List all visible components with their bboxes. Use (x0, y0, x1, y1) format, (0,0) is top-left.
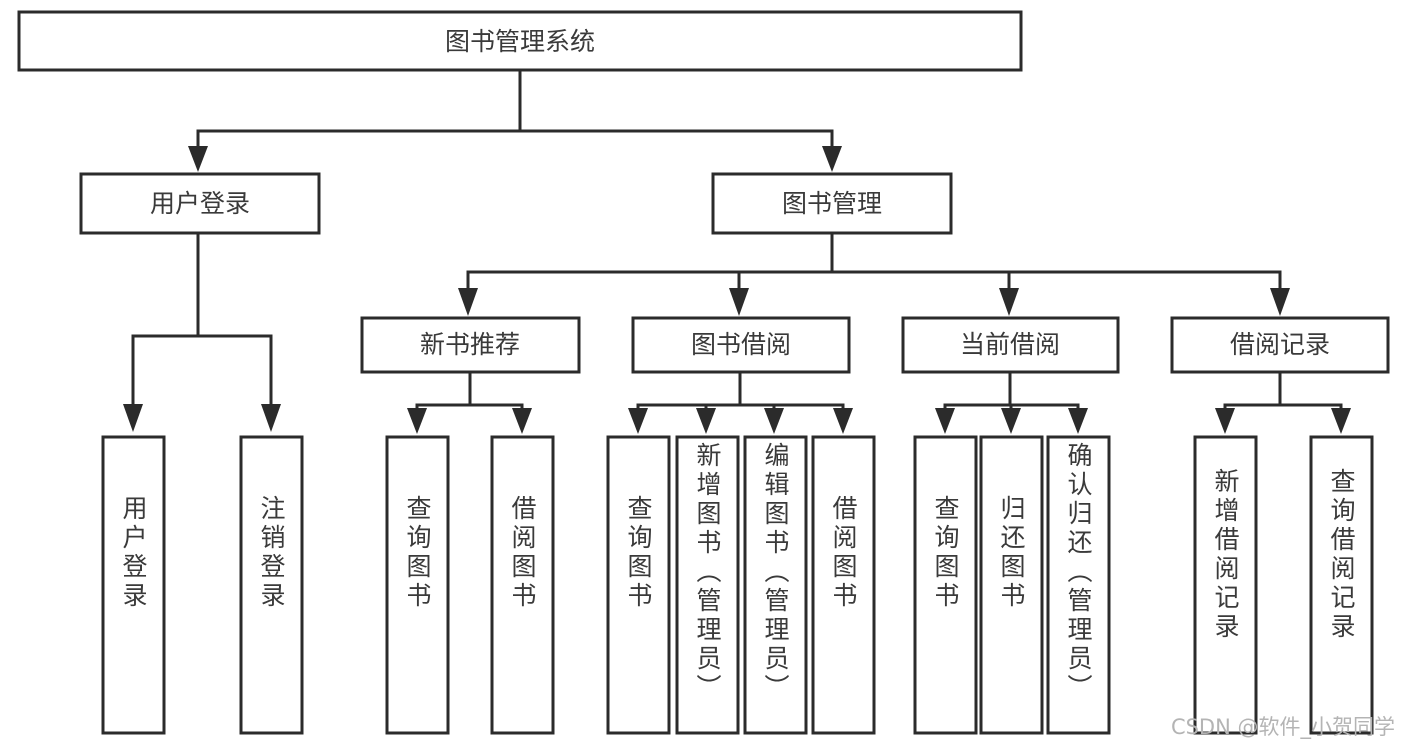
node-box-book-borrow[interactable] (631, 316, 851, 374)
arrow-head-new-book-recommend (458, 288, 478, 316)
arrow-head-leaf-add-book (696, 408, 716, 434)
arrow-head-borrow-record (1270, 288, 1290, 316)
arrow-head-leaf-add-record (1215, 408, 1235, 434)
arrow-head-user-login (188, 146, 208, 172)
node-box-root[interactable] (17, 10, 1023, 72)
node-box-leaf-query-book-3[interactable] (913, 435, 978, 735)
arrow-head-leaf-query-record (1331, 408, 1351, 434)
node-label-current-borrow: 当前借阅 (960, 330, 1060, 359)
connector-group-book-management (458, 231, 1290, 316)
connector-group-root (188, 68, 842, 172)
arrow-head-leaf-query-book-1 (407, 408, 427, 434)
arrow-head-leaf-borrow-book-2 (833, 408, 853, 434)
connector-group-user-login (123, 231, 281, 432)
node-box-borrow-record[interactable] (1170, 316, 1390, 374)
arrow-head-current-borrow (999, 288, 1019, 316)
node-box-leaf-edit-book[interactable] (743, 435, 808, 735)
arrow-head-leaf-query-book-3 (935, 408, 955, 434)
connector-group-borrow-record (1215, 370, 1351, 434)
arrow-head-leaf-borrow-book-1 (512, 408, 532, 434)
node-box-user-login[interactable] (79, 172, 321, 235)
node-label-root: 图书管理系统 (445, 27, 595, 56)
arrow-head-leaf-user-login (123, 404, 143, 432)
node-label-book-borrow: 图书借阅 (691, 330, 791, 359)
node-box-leaf-add-book[interactable] (675, 435, 740, 735)
connector-group-current-borrow (935, 370, 1088, 434)
node-box-leaf-query-record[interactable] (1309, 435, 1374, 735)
node-label-borrow-record: 借阅记录 (1230, 330, 1330, 359)
node-label-book-management: 图书管理 (782, 189, 882, 218)
arrow-head-leaf-logout-login (261, 404, 281, 432)
node-box-leaf-query-book-2[interactable] (606, 435, 671, 735)
node-box-leaf-return-book[interactable] (979, 435, 1044, 735)
arrow-head-leaf-query-book-2 (628, 408, 648, 434)
node-label-user-login: 用户登录 (150, 189, 250, 218)
node-box-leaf-logout-login[interactable] (239, 435, 304, 735)
node-box-leaf-borrow-book-1[interactable] (490, 435, 555, 735)
node-box-leaf-query-book-1[interactable] (385, 435, 450, 735)
node-box-leaf-add-record[interactable] (1193, 435, 1258, 735)
node-box-book-management[interactable] (711, 172, 953, 235)
node-box-current-borrow[interactable] (901, 316, 1120, 374)
arrow-head-leaf-confirm-return (1068, 408, 1088, 434)
node-box-leaf-confirm-return[interactable] (1046, 435, 1111, 735)
node-box-new-book-recommend[interactable] (360, 316, 581, 374)
arrow-head-book-borrow (729, 288, 749, 316)
node-box-leaf-user-login[interactable] (101, 435, 166, 735)
node-label-new-book-recommend: 新书推荐 (420, 330, 520, 359)
arrow-head-leaf-return-book (1001, 408, 1021, 434)
connector-group-new-book-recommend (407, 370, 532, 434)
arrow-head-book-management (822, 146, 842, 172)
connector-group-book-borrow (628, 370, 853, 434)
arrow-head-leaf-edit-book (764, 408, 784, 434)
node-box-leaf-borrow-book-2[interactable] (811, 435, 876, 735)
